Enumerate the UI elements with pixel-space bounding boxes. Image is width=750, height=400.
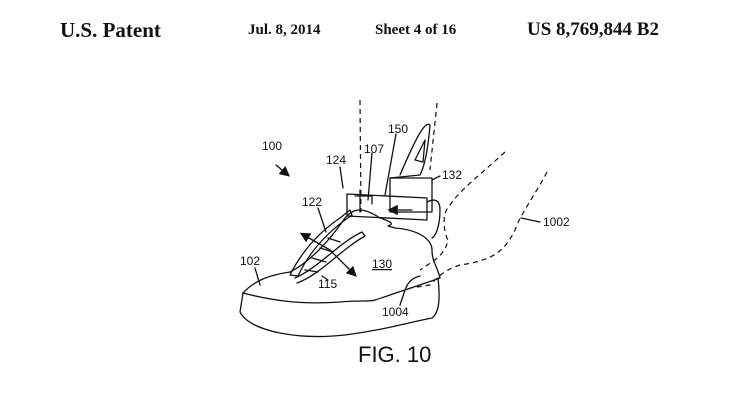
ref-100: 100 [262,139,282,153]
patent-office-label: U.S. Patent [60,18,161,42]
ref-124: 124 [326,153,346,167]
ref-130: 130 [372,257,392,271]
ref-1004: 1004 [382,305,409,319]
direction-arrows [275,164,357,277]
ref-107: 107 [364,142,384,156]
figure-caption: FIG. 10 [358,342,431,367]
ref-1002: 1002 [543,215,570,229]
patent-date: Jul. 8, 2014 [248,22,321,38]
ref-122: 122 [302,195,322,209]
leader-lines [254,133,541,306]
ref-150: 150 [388,122,408,136]
hand-phantom-outline [359,99,548,289]
patent-number: US 8,769,844 B2 [527,19,659,40]
ref-132: 132 [442,168,462,182]
ref-102: 102 [240,254,260,268]
sheet-number: Sheet 4 of 16 [375,22,457,38]
shoe-outline [239,123,441,338]
ref-115: 115 [318,277,337,291]
